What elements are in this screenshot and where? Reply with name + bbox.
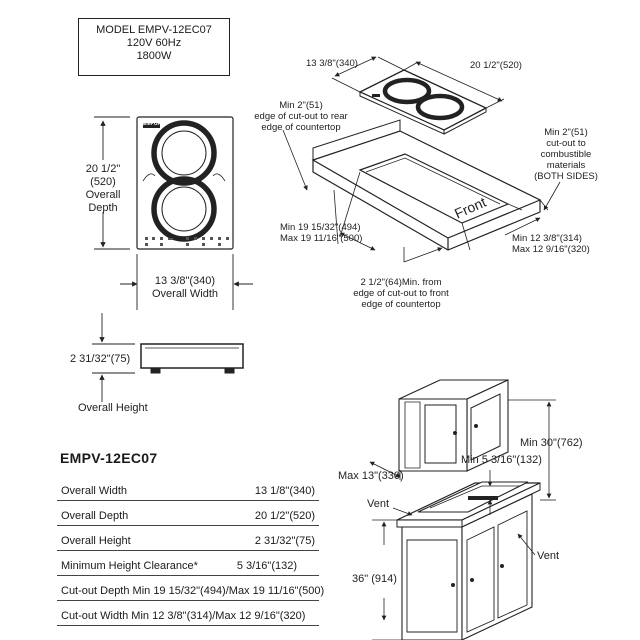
spec-label: Overall Width: [61, 485, 128, 497]
brand-badge: EMPURA: [143, 121, 165, 127]
spec-row: Overall Height 2 31/32"(75): [57, 526, 319, 551]
spec-row: Overall Width 13 1/8"(340): [57, 476, 319, 501]
min-height-30-label: Min 30"(762): [520, 437, 583, 449]
height-dimension: [92, 313, 135, 402]
spec-row: Cut-out Depth Min 19 15/32"(494)/Max 19 …: [57, 576, 324, 601]
wattage: 1800W: [136, 50, 172, 62]
control-panel-dots: [145, 237, 229, 246]
spec-value: 5 3/16"(132): [236, 560, 297, 572]
spec-label: Cut-out Width Min 12 3/8"(314)/Max 12 9/…: [61, 610, 306, 622]
min-clearance-label: Min 5 3/16"(132): [461, 454, 542, 466]
spec-title: EMPV-12EC07: [60, 450, 158, 466]
overall-width-value: 13 3/8"(340) Overall Width: [151, 275, 219, 300]
cabinet-dim-lines: [369, 399, 556, 640]
spec-row: Overall Depth 20 1/2"(520): [57, 501, 319, 526]
depth-dimension: [94, 116, 130, 250]
side-clearance-note: Min 2"(51) cut-out to combustible materi…: [534, 127, 598, 182]
spec-label: Minimum Height Clearance*: [61, 560, 198, 572]
vent-label-left: Vent: [367, 498, 390, 510]
overall-height-value: 2 31/32"(75): [70, 353, 131, 365]
cooktop-side-view: [140, 343, 244, 374]
cutout-dim-lines: [282, 56, 561, 263]
spec-label: Overall Height: [61, 535, 131, 547]
spec-label: Overall Depth: [61, 510, 129, 522]
spec-table: Overall Width 13 1/8"(340) Overall Depth…: [57, 476, 324, 626]
cutout-width-range: Min 12 3/8"(314) Max 12 9/16"(320): [512, 233, 590, 255]
cabinet-diagram: [396, 379, 541, 640]
spec-value: 20 1/2"(520): [254, 510, 315, 522]
cutout-depth-range: Min 19 15/32"(494) Max 19 11/16"(500): [280, 222, 363, 244]
model-number: MODEL EMPV-12EC07: [96, 24, 212, 36]
rear-clearance-note: Min 2"(51) edge of cut-out to rear edge …: [254, 100, 348, 133]
spec-value: 13 1/8"(340): [254, 485, 315, 497]
front-clearance-note: 2 1/2"(64)Min. from edge of cut-out to f…: [353, 277, 449, 310]
counter-height-label: 36" (914): [352, 573, 397, 585]
overall-depth-value: 20 1/2" (520) Overall Depth: [85, 163, 121, 214]
cutout-top-depth: 20 1/2"(520): [470, 60, 522, 71]
spec-label: Cut-out Depth Min 19 15/32"(494)/Max 19 …: [61, 585, 325, 597]
spec-value: 2 31/32"(75): [254, 535, 315, 547]
spec-row: Cut-out Width Min 12 3/8"(314)/Max 12 9/…: [57, 601, 319, 626]
cutout-top-width: 13 3/8"(340): [306, 58, 358, 69]
overall-height-label: Overall Height: [78, 402, 148, 414]
max-depth-label: Max 13"(330): [338, 470, 404, 482]
width-dimension: [120, 254, 253, 310]
voltage-frequency: 120V 60Hz: [126, 37, 182, 49]
cooktop-top-view: [136, 116, 234, 250]
spec-row: Minimum Height Clearance* 5 3/16"(132): [57, 551, 319, 576]
model-info-box: MODEL EMPV-12EC07 120V 60Hz 1800W: [78, 18, 230, 76]
vent-label-right: Vent: [537, 550, 560, 562]
